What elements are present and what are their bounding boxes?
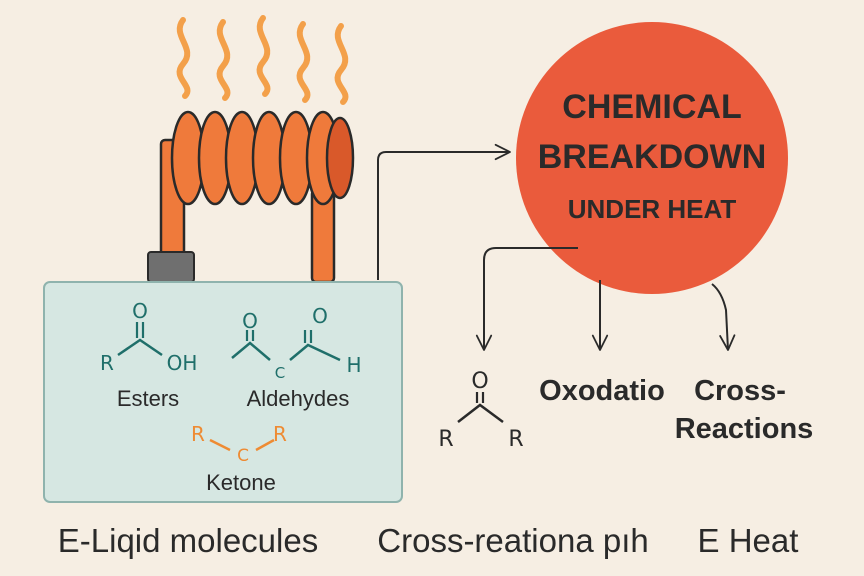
aldehyde-atom-o2: O [312, 304, 328, 328]
circle-title-line2: BREAKDOWN [538, 138, 767, 176]
arrow-icon [475, 246, 578, 351]
bottom-label-left: E-Liqid molecules [58, 522, 318, 559]
bottom-label-middle: Cross-reationa pıh [377, 522, 648, 559]
aldehyde-label: Aldehydes [247, 386, 350, 411]
carbonyl-atom-o: O [471, 369, 488, 394]
ester-label: Esters [117, 386, 179, 411]
ketone-atom-r1: R [191, 422, 205, 446]
carbonyl-product: O R R [438, 369, 523, 452]
chemical-breakdown-circle: CHEMICAL BREAKDOWN UNDER HEAT [516, 22, 788, 294]
e-liquid-tank [43, 281, 403, 503]
arrow-icon [377, 143, 511, 280]
aldehyde-atom-h: H [346, 353, 361, 377]
arrow-icon [711, 283, 736, 351]
oxidation-label: Oxodatio [539, 375, 665, 407]
aldehyde-atom-o1: O [242, 309, 258, 333]
circle-title-line3: UNDER HEAT [568, 194, 737, 224]
cross-reactions-label-line1: Cross- [694, 375, 786, 407]
heat-waves-icon [176, 15, 349, 105]
cross-reactions-label-line2: Reactions [675, 413, 814, 445]
carbonyl-atom-r2: R [508, 427, 523, 452]
ester-atom-r: R [100, 351, 114, 375]
heating-coil-icon [147, 110, 355, 284]
ketone-label: Ketone [206, 470, 276, 495]
ketone-atom-c: C [237, 446, 249, 466]
ketone-atom-r2: R [273, 422, 287, 446]
ester-structure: O R OH Esters [100, 299, 197, 411]
ketone-structure: R C R Ketone [191, 422, 287, 495]
product-arrows [475, 246, 736, 351]
aldehyde-structure: O O C H Aldehydes [231, 304, 362, 411]
circle-title-line1: CHEMICAL [562, 88, 741, 126]
carbonyl-atom-r1: R [438, 427, 453, 452]
ester-atom-o: O [132, 299, 148, 323]
ester-atom-oh: OH [167, 351, 198, 375]
bottom-label-right: E Heat [698, 522, 799, 559]
aldehyde-atom-c: C [275, 364, 285, 382]
